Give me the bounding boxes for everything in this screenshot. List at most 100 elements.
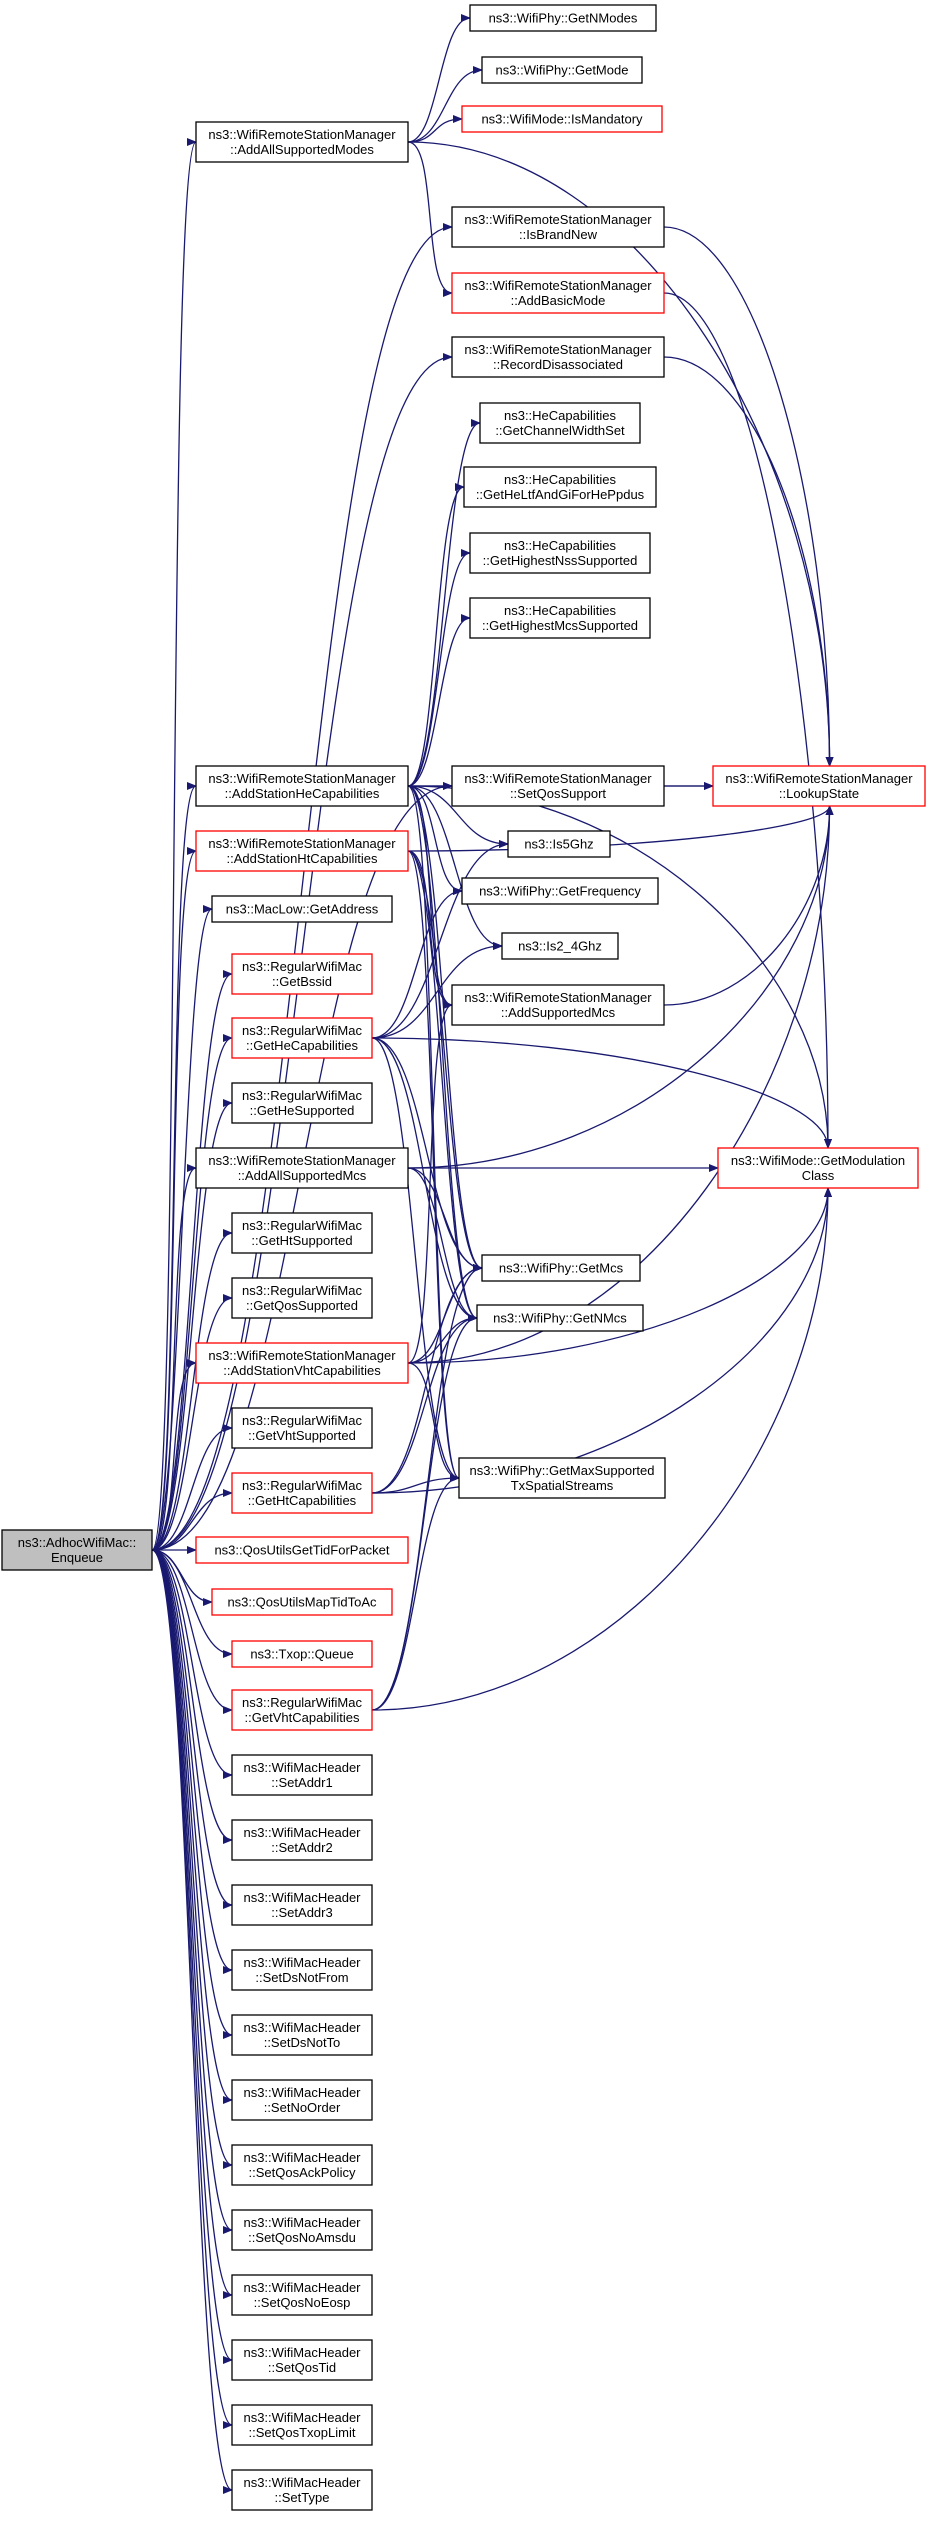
node-isMandatory[interactable]: ns3::WifiMode::IsMandatory xyxy=(461,105,663,133)
node-root[interactable]: ns3::AdhocWifiMac::Enqueue xyxy=(1,1529,153,1571)
node-getMcs[interactable]: ns3::WifiPhy::GetMcs xyxy=(481,1254,641,1282)
node-box xyxy=(481,56,643,84)
node-label-line: ::AddStationHeCapabilities xyxy=(225,786,380,801)
node-getVhtCapabilities[interactable]: ns3::RegularWifiMac::GetVhtCapabilities xyxy=(231,1689,373,1731)
edge-root-to-setType xyxy=(151,1549,233,2494)
edge-addAllSupportedModes-to-getMode xyxy=(407,66,483,143)
node-box xyxy=(461,105,663,133)
node-setAddr1[interactable]: ns3::WifiMacHeader::SetAddr1 xyxy=(231,1754,373,1796)
node-label-line: ns3::QosUtilsGetTidForPacket xyxy=(214,1543,389,1558)
node-addSupportedMcs[interactable]: ns3::WifiRemoteStationManager::AddSuppor… xyxy=(451,984,665,1026)
node-label-line: ns3::WifiPhy::GetNMcs xyxy=(493,1311,627,1326)
node-box xyxy=(195,1147,409,1189)
edge-getVhtCapabilities-to-getMaxSupportedTx xyxy=(371,1474,460,1711)
node-addStationHt[interactable]: ns3::WifiRemoteStationManager::AddStatio… xyxy=(195,830,409,872)
node-setQosNoAmsdu[interactable]: ns3::WifiMacHeader::SetQosNoAmsdu xyxy=(231,2209,373,2251)
node-txopQueue[interactable]: ns3::Txop::Queue xyxy=(231,1640,373,1668)
node-setQosNoEosp[interactable]: ns3::WifiMacHeader::SetQosNoEosp xyxy=(231,2274,373,2316)
node-getBssid[interactable]: ns3::RegularWifiMac::GetBssid xyxy=(231,953,373,995)
node-label-line: ::GetVhtCapabilities xyxy=(245,1710,360,1725)
node-setQosTxopLimit[interactable]: ns3::WifiMacHeader::SetQosTxopLimit xyxy=(231,2404,373,2446)
node-label-line: ns3::HeCapabilities xyxy=(504,603,617,618)
edge-root-to-macLowGetAddress xyxy=(151,905,213,1551)
node-heGetChannelWidthSet[interactable]: ns3::HeCapabilities::GetChannelWidthSet xyxy=(479,402,641,444)
node-setDsNotTo[interactable]: ns3::WifiMacHeader::SetDsNotTo xyxy=(231,2014,373,2056)
node-qosMapTid[interactable]: ns3::QosUtilsMapTidToAc xyxy=(211,1588,393,1616)
node-box xyxy=(195,765,409,807)
node-heGetMcs[interactable]: ns3::HeCapabilities::GetHighestMcsSuppor… xyxy=(469,597,651,639)
node-addAllSupportedMcs[interactable]: ns3::WifiRemoteStationManager::AddAllSup… xyxy=(195,1147,409,1189)
node-label-line: ns3::WifiMacHeader xyxy=(243,2215,361,2230)
node-recordDisassociated[interactable]: ns3::WifiRemoteStationManager::RecordDis… xyxy=(451,336,665,378)
node-addAllSupportedModes[interactable]: ns3::WifiRemoteStationManager::AddAllSup… xyxy=(195,121,409,163)
node-label-line: ::SetAddr2 xyxy=(271,1840,332,1855)
node-box xyxy=(231,2404,373,2446)
node-setQosAckPolicy[interactable]: ns3::WifiMacHeader::SetQosAckPolicy xyxy=(231,2144,373,2186)
node-box xyxy=(469,4,657,32)
edge-addStationHt-to-lookupState xyxy=(407,805,834,852)
node-box xyxy=(231,1819,373,1861)
node-setQosSupport[interactable]: ns3::WifiRemoteStationManager::SetQosSup… xyxy=(451,765,665,807)
edge-root-to-getVhtSupported xyxy=(151,1424,233,1551)
node-macLowGetAddress[interactable]: ns3::MacLow::GetAddress xyxy=(211,895,393,923)
node-heGetLtf[interactable]: ns3::HeCapabilities::GetHeLtfAndGiForHeP… xyxy=(463,466,657,508)
node-setAddr3[interactable]: ns3::WifiMacHeader::SetAddr3 xyxy=(231,1884,373,1926)
node-getVhtSupported[interactable]: ns3::RegularWifiMac::GetVhtSupported xyxy=(231,1407,373,1449)
node-is2_4Ghz[interactable]: ns3::Is2_4Ghz xyxy=(501,932,619,960)
node-setDsNotFrom[interactable]: ns3::WifiMacHeader::SetDsNotFrom xyxy=(231,1949,373,1991)
node-addBasicMode[interactable]: ns3::WifiRemoteStationManager::AddBasicM… xyxy=(451,272,665,314)
node-getHeCapabilities[interactable]: ns3::RegularWifiMac::GetHeCapabilities xyxy=(231,1017,373,1059)
node-label-line: ns3::WifiMacHeader xyxy=(243,1890,361,1905)
node-label-line: ::SetAddr3 xyxy=(271,1905,332,1920)
node-getMaxSupportedTx[interactable]: ns3::WifiPhy::GetMaxSupportedTxSpatialSt… xyxy=(458,1457,666,1499)
node-setType[interactable]: ns3::WifiMacHeader::SetType xyxy=(231,2469,373,2511)
edge-addStationHe-to-heGetLtf xyxy=(407,483,465,787)
node-label-line: ns3::RegularWifiMac xyxy=(242,1218,362,1233)
node-label-line: ::GetHighestNssSupported xyxy=(483,553,638,568)
node-addStationHe[interactable]: ns3::WifiRemoteStationManager::AddStatio… xyxy=(195,765,409,807)
node-box xyxy=(231,2014,373,2056)
node-label-line: ::SetQosTxopLimit xyxy=(249,2425,356,2440)
node-setNoOrder[interactable]: ns3::WifiMacHeader::SetNoOrder xyxy=(231,2079,373,2121)
node-getNModes[interactable]: ns3::WifiPhy::GetNModes xyxy=(469,4,657,32)
edge-root-to-setQosAckPolicy xyxy=(151,1549,233,2169)
node-label-line: ns3::RegularWifiMac xyxy=(242,959,362,974)
edge-addAllSupportedMcs-to-getMcs xyxy=(407,1167,483,1272)
node-getQosSupported[interactable]: ns3::RegularWifiMac::GetQosSupported xyxy=(231,1277,373,1319)
node-setAddr2[interactable]: ns3::WifiMacHeader::SetAddr2 xyxy=(231,1819,373,1861)
edge-addAllSupportedModes-to-getNModes xyxy=(407,14,471,143)
node-getHtSupported[interactable]: ns3::RegularWifiMac::GetHtSupported xyxy=(231,1212,373,1254)
node-label-line: ns3::WifiMacHeader xyxy=(243,1760,361,1775)
node-setQosTid[interactable]: ns3::WifiMacHeader::SetQosTid xyxy=(231,2339,373,2381)
node-box xyxy=(231,2339,373,2381)
node-box xyxy=(501,932,619,960)
node-box xyxy=(1,1529,153,1571)
edge-root-to-getHtSupported xyxy=(151,1229,233,1551)
edge-getVhtCapabilities-to-getModulationClass xyxy=(371,1187,832,1711)
edge-addAllSupportedModes-to-addBasicMode xyxy=(407,141,453,297)
node-isBrandNew[interactable]: ns3::WifiRemoteStationManager::IsBrandNe… xyxy=(451,206,665,248)
node-qosGetTid[interactable]: ns3::QosUtilsGetTidForPacket xyxy=(195,1536,409,1564)
node-box xyxy=(507,830,611,858)
edge-root-to-setQosNoEosp xyxy=(151,1549,233,2299)
node-getMode[interactable]: ns3::WifiPhy::GetMode xyxy=(481,56,643,84)
edge-addStationHt-to-getMcs xyxy=(407,850,483,1272)
node-label-line: ns3::WifiMacHeader xyxy=(243,1955,361,1970)
node-label-line: ::IsBrandNew xyxy=(519,227,598,242)
node-is5Ghz[interactable]: ns3::Is5Ghz xyxy=(507,830,611,858)
edge-root-to-setAddr1 xyxy=(151,1549,233,1779)
node-getFrequency[interactable]: ns3::WifiPhy::GetFrequency xyxy=(461,877,659,905)
node-box xyxy=(231,1212,373,1254)
node-lookupState[interactable]: ns3::WifiRemoteStationManager::LookupSta… xyxy=(712,765,926,807)
node-getNMcs[interactable]: ns3::WifiPhy::GetNMcs xyxy=(476,1304,644,1332)
node-getHeSupported[interactable]: ns3::RegularWifiMac::GetHeSupported xyxy=(231,1082,373,1124)
node-label-line: ns3::WifiRemoteStationManager xyxy=(464,212,652,227)
node-getHtCapabilities[interactable]: ns3::RegularWifiMac::GetHtCapabilities xyxy=(231,1472,373,1514)
node-box xyxy=(231,2274,373,2316)
node-addStationVht[interactable]: ns3::WifiRemoteStationManager::AddStatio… xyxy=(195,1342,409,1384)
edge-addStationVht-to-getNMcs xyxy=(407,1314,478,1364)
edge-addBasicMode-to-getModulationClass xyxy=(663,292,832,1149)
node-heGetNss[interactable]: ns3::HeCapabilities::GetHighestNssSuppor… xyxy=(469,532,651,574)
node-box xyxy=(451,272,665,314)
